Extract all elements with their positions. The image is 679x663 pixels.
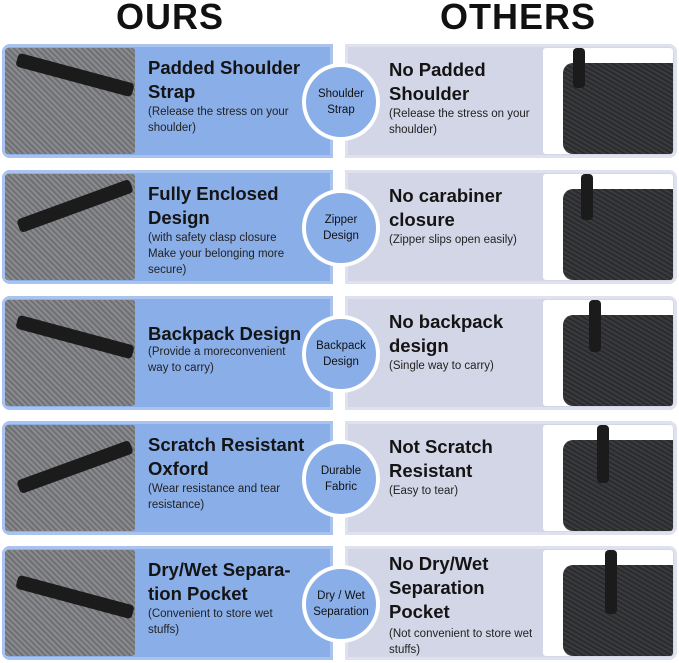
others-feature-title: Not Scratch Resistant: [389, 436, 493, 481]
ours-product-photo: [5, 174, 135, 280]
ours-feature-title: Fully Enclosed Design: [148, 183, 279, 228]
feature-badge: Dry / Wet Separation: [302, 565, 380, 643]
others-feature-description: (Single way to carry): [389, 360, 494, 372]
ours-product-photo: [5, 550, 135, 656]
ours-product-photo: [5, 425, 135, 531]
ours-feature-title: Padded Shoulder Strap: [148, 57, 301, 102]
ours-feature-title: Backpack Design: [148, 323, 302, 344]
feature-badge: Zipper Design: [302, 189, 380, 267]
others-header: OTHERS: [440, 0, 597, 37]
ours-feature-description: (with safety clasp closure Make your bel…: [148, 232, 285, 276]
comparison-row: Scratch Resistant Oxford (Wear resistanc…: [0, 421, 679, 535]
feature-badge: Durable Fabric: [302, 440, 380, 518]
ours-product-photo: [5, 48, 135, 154]
ours-header: OURS: [116, 0, 225, 37]
others-feature-description: (Zipper slips open easily): [389, 234, 517, 246]
others-product-photo: [543, 174, 673, 280]
ours-feature-title: Scratch Resistant Oxford: [148, 434, 305, 479]
comparison-row: Padded Shoulder Strap (Release the stres…: [0, 44, 679, 158]
ours-product-photo: [5, 300, 135, 406]
ours-feature-title: Dry/Wet Separa-tion Pocket: [148, 559, 291, 604]
others-feature-description: (Not convenient to store wet stuffs): [389, 628, 533, 656]
comparison-row: Fully Enclosed Design (with safety clasp…: [0, 170, 679, 284]
others-product-photo: [543, 425, 673, 531]
ours-feature-description: (Convenient to store wet stuffs): [148, 608, 273, 636]
others-feature-description: (Easy to tear): [389, 485, 459, 497]
others-product-photo: [543, 550, 673, 656]
ours-feature-description: (Provide a moreconvenient way to carry): [148, 346, 286, 374]
ours-feature-description: (Wear resistance and tear resistance): [148, 483, 281, 511]
others-product-photo: [543, 300, 673, 406]
others-feature-title: No Padded Shoulder: [389, 59, 486, 104]
ours-feature-description: (Release the stress on your shoulder): [148, 106, 289, 134]
others-feature-title: No Dry/Wet Separation Pocket: [389, 553, 489, 622]
feature-badge: Backpack Design: [302, 315, 380, 393]
others-feature-title: No backpack design: [389, 311, 504, 356]
others-product-photo: [543, 48, 673, 154]
comparison-row: Backpack Design (Provide a moreconvenien…: [0, 296, 679, 410]
comparison-row: Dry/Wet Separa-tion Pocket (Convenient t…: [0, 546, 679, 660]
others-feature-description: (Release the stress on your shoulder): [389, 108, 530, 136]
others-feature-title: No carabiner closure: [389, 185, 503, 230]
feature-badge: Shoulder Strap: [302, 63, 380, 141]
